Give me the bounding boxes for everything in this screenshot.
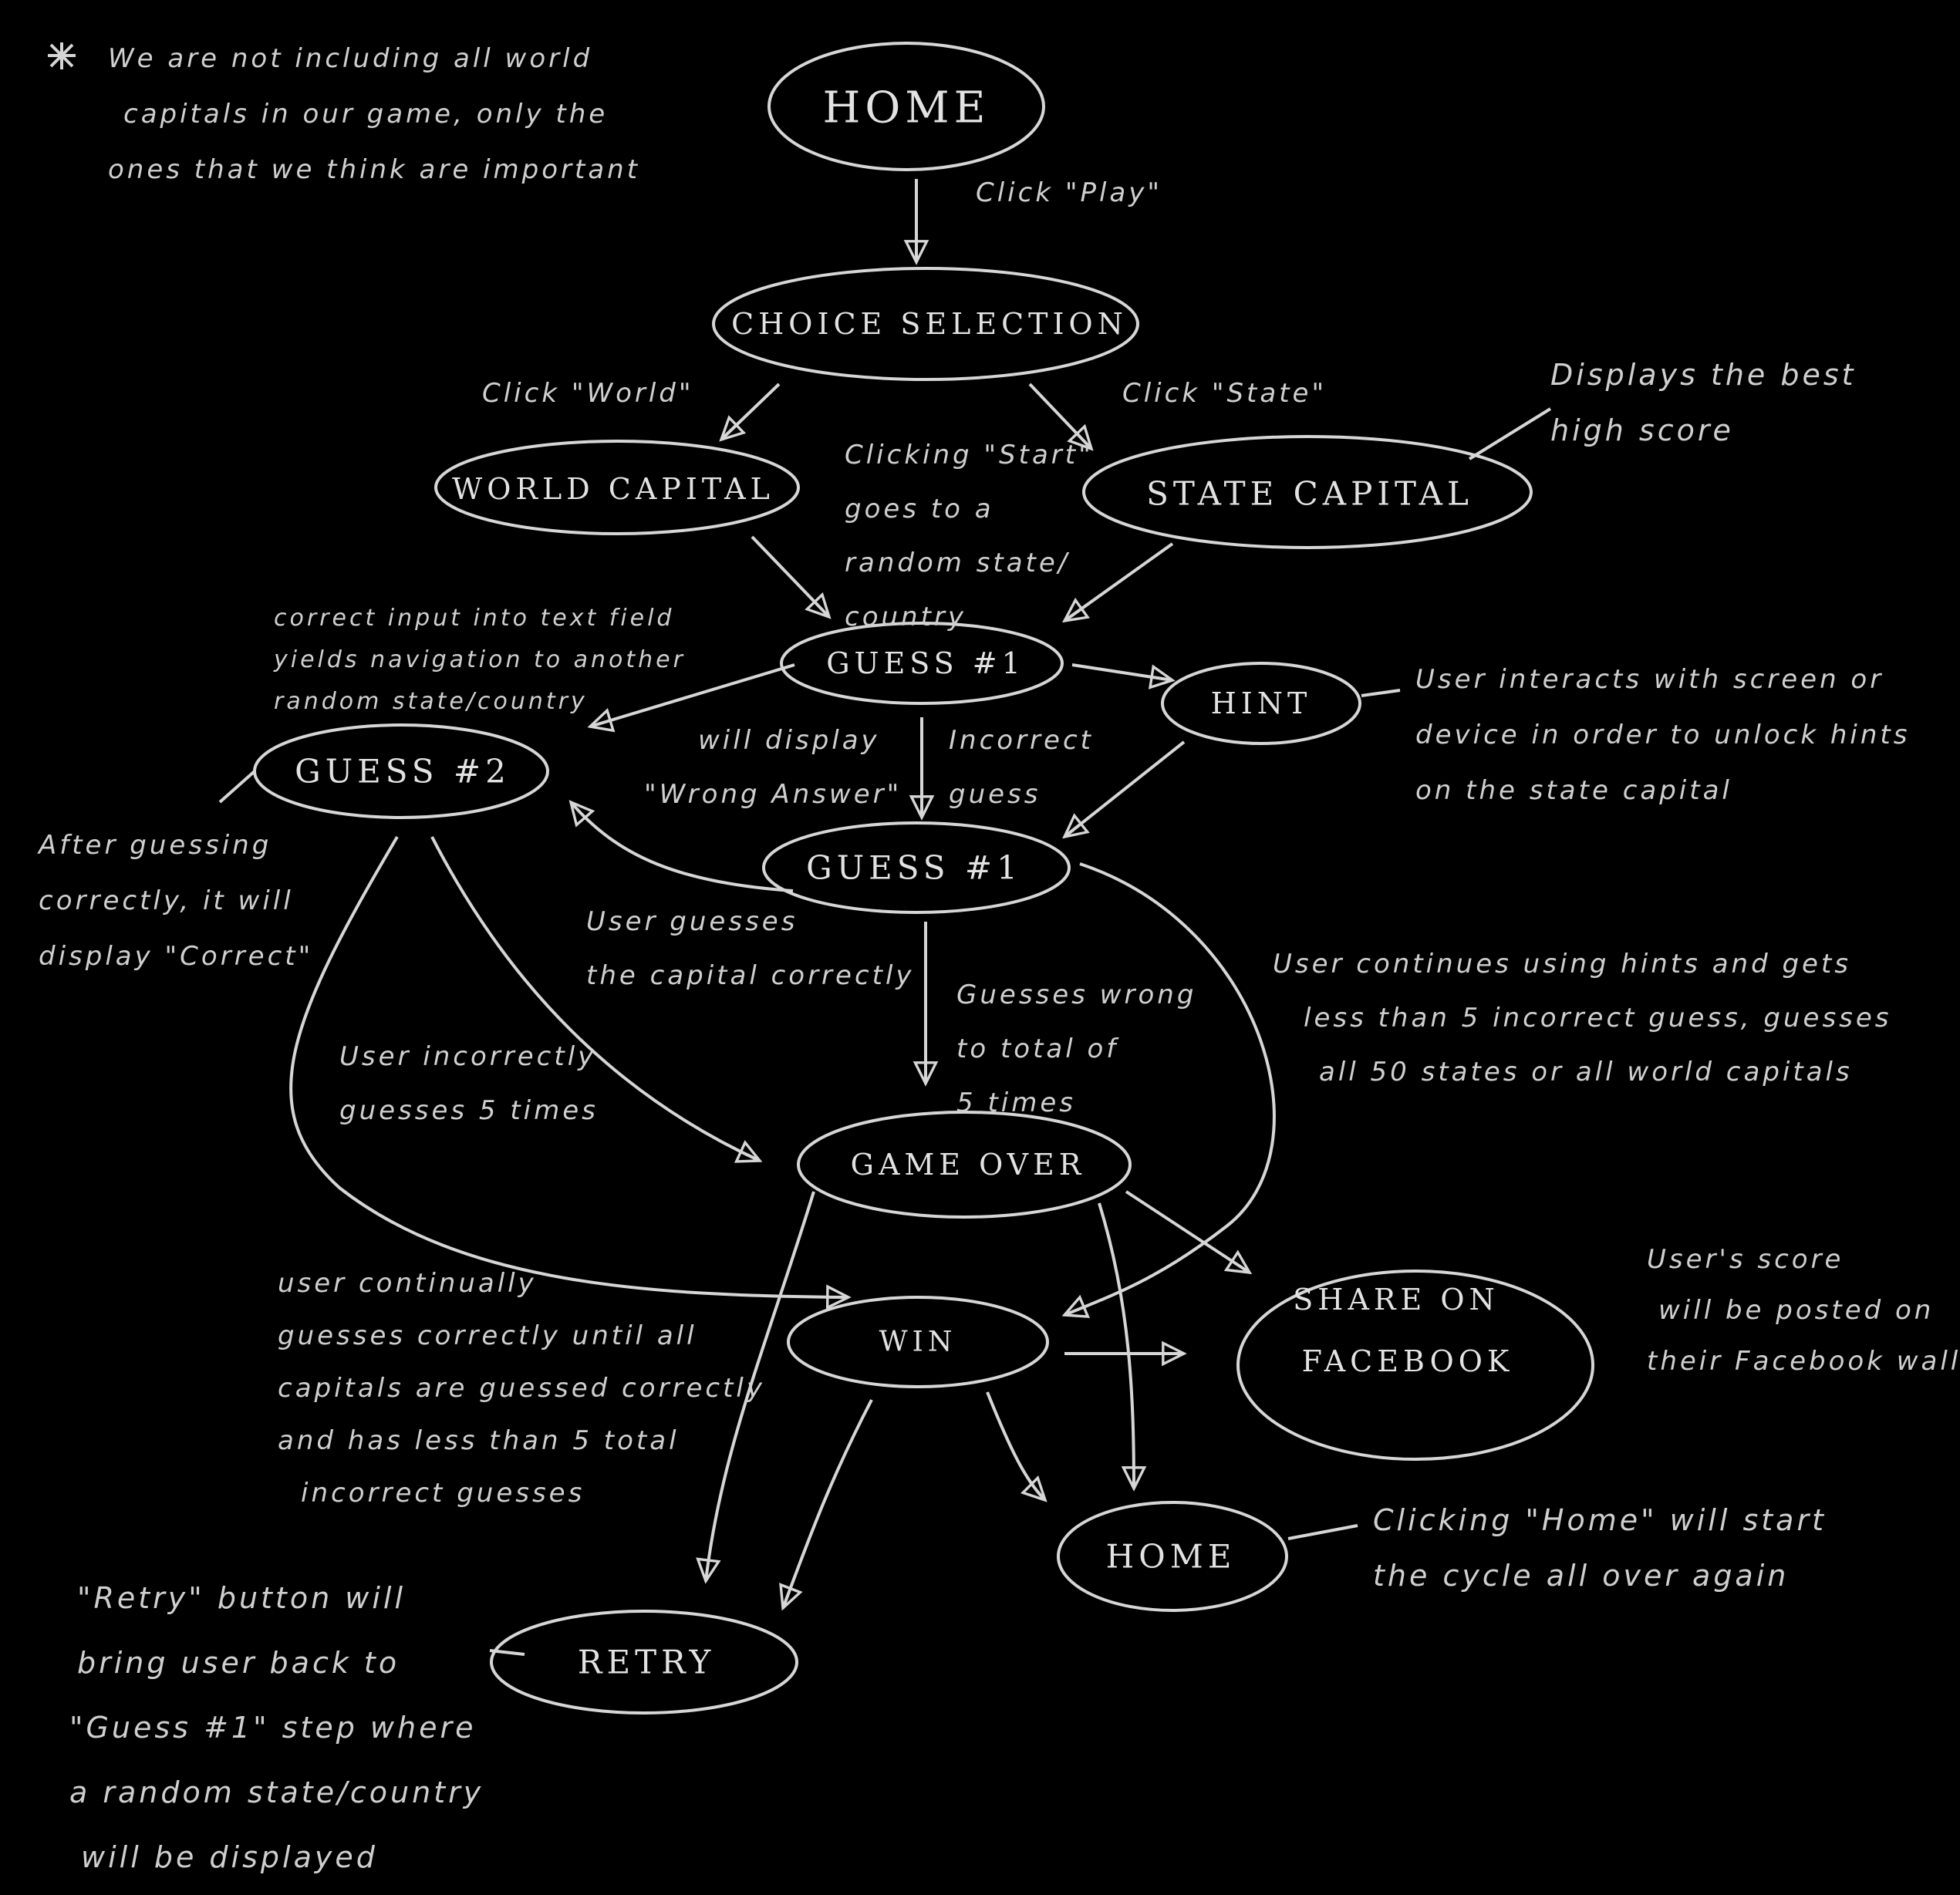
edge-world-to-guess1 (751, 535, 829, 617)
edge-label-click-play: Click "Play" (976, 177, 1163, 208)
node-state-capital (1082, 435, 1533, 549)
connector-best-score (1468, 407, 1552, 460)
note-top-left: We are not including all world capitals … (108, 43, 641, 185)
connector-guess2-note (218, 770, 256, 804)
edge-label-incorrect-guess: Incorrect guess (949, 725, 1094, 810)
edge-gameover-to-retry (706, 1191, 815, 1581)
node-world-capital (434, 440, 800, 535)
node-home-top (767, 42, 1045, 171)
label-home-top: HOME (822, 83, 990, 133)
node-home-bottom (1057, 1501, 1288, 1612)
edge-label-user-guesses-correct: User guesses the capital correctly (586, 906, 915, 991)
note-home: Clicking "Home" will start the cycle all… (1373, 1503, 1827, 1593)
edge-label-user-continually: user continually guesses correctly until… (278, 1268, 765, 1509)
label-guess1-mid: GUESS #1 (806, 848, 1022, 887)
edge-guess1mid-to-guess2 (571, 802, 794, 892)
node-guess1-top (780, 622, 1064, 705)
connector-home-note (1287, 1524, 1358, 1540)
note-best-score: Displays the best high score (1550, 358, 1857, 447)
edge-label-guesses-wrong: Guesses wrong to total of 5 times (956, 980, 1197, 1118)
label-home-bottom: HOME (1105, 1537, 1236, 1576)
note-hint: User interacts with screen or device in … (1415, 664, 1911, 806)
node-hint (1161, 662, 1361, 745)
node-game-over (797, 1111, 1132, 1219)
node-retry (490, 1610, 798, 1715)
edge-state-to-guess1 (1064, 542, 1174, 621)
asterisk-icon (48, 42, 76, 69)
node-guess1-mid (762, 821, 1071, 914)
node-share-facebook (1236, 1270, 1594, 1461)
edge-choice-to-state (1028, 383, 1091, 449)
edge-label-user-incorrectly: User incorrectly guesses 5 times (339, 1041, 599, 1126)
edge-label-correct-input: correct input into text field yields nav… (274, 605, 686, 715)
label-share-on: SHARE ON (1293, 1283, 1500, 1317)
edge-choice-to-world (721, 383, 781, 440)
label-choice-selection: CHOICE SELECTION (731, 307, 1128, 341)
connector-retry-note (489, 1649, 525, 1656)
edge-win-to-retry (783, 1399, 873, 1608)
note-retry: "Retry" button will bring user back to "… (69, 1581, 484, 1874)
note-facebook: User's score will be posted on their Fac… (1647, 1244, 1960, 1377)
edge-label-will-display-wrong: will display "Wrong Answer" (644, 725, 902, 810)
edge-hint-to-guess1mid (1064, 740, 1186, 837)
label-state-capital: STATE CAPITAL (1146, 474, 1473, 513)
note-after-guessing: After guessing correctly, it will displa… (39, 830, 314, 972)
edge-guess1-to-hint (1071, 663, 1172, 680)
edge-label-click-world: Click "World" (482, 378, 694, 409)
label-hint: HINT (1210, 686, 1312, 720)
label-retry: RETRY (577, 1643, 716, 1681)
edge-gameover-to-facebook (1125, 1190, 1250, 1273)
edge-guess2-to-gameover (430, 836, 760, 1161)
node-choice-selection (712, 267, 1139, 381)
edge-gameover-to-home (1098, 1202, 1134, 1489)
connector-hint-note (1361, 689, 1401, 697)
edge-label-clicking-start: Clicking "Start" goes to a random state/… (845, 440, 1094, 632)
edge-guess1mid-to-win (1064, 862, 1276, 1315)
edge-guess1-to-guess2 (590, 663, 795, 727)
label-world-capital: WORLD CAPITAL (452, 472, 774, 506)
label-guess1-top: GUESS #1 (826, 646, 1025, 680)
edge-win-to-home (986, 1391, 1045, 1500)
edge-label-user-continues: User continues using hints and gets less… (1273, 949, 1892, 1087)
label-guess2: GUESS #2 (295, 752, 511, 791)
label-game-over: GAME OVER (850, 1148, 1086, 1182)
node-win (787, 1296, 1049, 1388)
label-win: WIN (879, 1326, 957, 1358)
edge-guess2-to-win (289, 835, 848, 1297)
label-facebook: FACEBOOK (1301, 1344, 1514, 1378)
edge-label-click-state: Click "State" (1122, 378, 1327, 409)
